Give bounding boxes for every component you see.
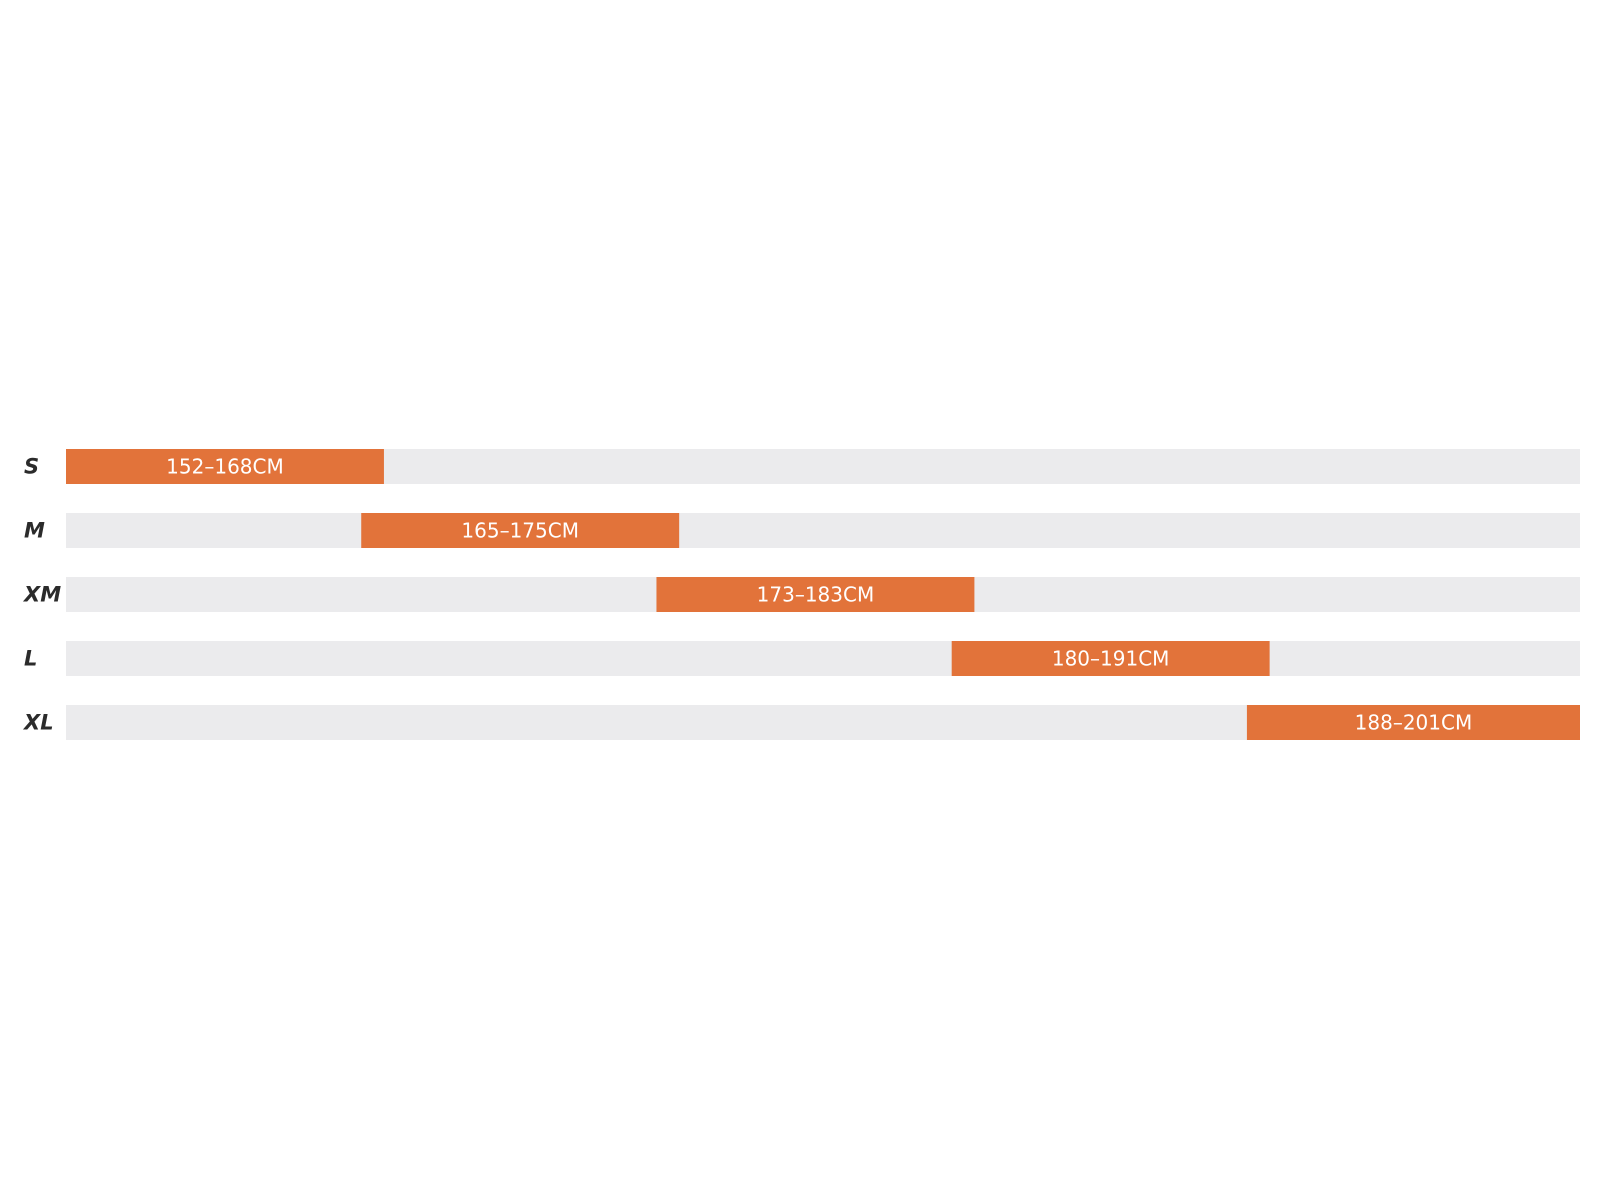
range-label-m: 165–175CM <box>461 519 579 543</box>
range-bar-s <box>66 449 384 484</box>
size-row-xm: XM 173–183CM <box>22 577 1580 612</box>
size-label-xm: XM <box>22 583 61 607</box>
range-bar-xm <box>656 577 975 612</box>
range-bar-m <box>361 513 680 548</box>
size-label-s: S <box>24 455 39 479</box>
track-l <box>66 641 1580 676</box>
size-rows: S 152–168CM M 165–175CM XM 173–183CM L 180–191C… <box>22 449 1580 740</box>
size-label-m: M <box>24 519 45 543</box>
size-label-xl: XL <box>22 711 54 735</box>
size-row-m: M 165–175CM <box>24 513 1580 548</box>
range-bar-xl <box>1246 705 1580 740</box>
range-bar-l <box>951 641 1270 676</box>
range-label-s: 152–168CM <box>166 455 284 479</box>
size-row-xl: XL 188–201CM <box>22 705 1580 740</box>
track-m <box>66 513 1580 548</box>
range-label-xm: 173–183CM <box>757 583 875 607</box>
size-row-l: L 180–191CM <box>24 641 1580 676</box>
range-label-l: 180–191CM <box>1052 647 1170 671</box>
range-label-xl: 188–201CM <box>1355 711 1473 735</box>
size-label-l: L <box>24 647 37 671</box>
size-row-s: S 152–168CM <box>24 449 1580 484</box>
